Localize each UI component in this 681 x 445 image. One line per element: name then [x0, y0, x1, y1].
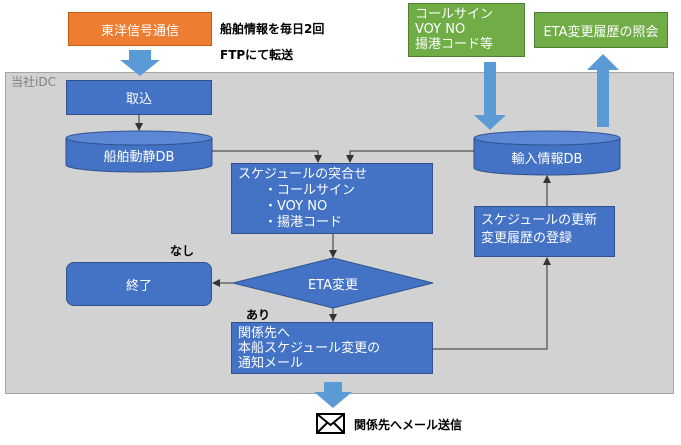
import-db-label: 輸入情報DB — [511, 151, 583, 167]
transfer-note-line2: FTPにて転送 — [220, 48, 294, 62]
intake-box: 取込 — [66, 80, 212, 115]
history-box: ETA変更履歴の照会 — [534, 12, 668, 48]
decision-label: ETA変更 — [307, 277, 359, 293]
ship-db-label: 船舶動静DB — [103, 149, 175, 165]
mail-caption: 関係先へメール送信 — [354, 418, 463, 432]
notify-box: 関係先へ 本船スケジュール変更の 通知メール — [231, 322, 433, 374]
match-box: スケジュールの突合せ ・コールサイン ・VOY NO ・揚港コード — [231, 163, 433, 234]
input-box: コールサイン VOY NO 揚港コード等 — [408, 3, 525, 57]
update-box: スケジュールの更新 変更履歴の登録 — [474, 206, 615, 257]
source-box: 東洋信号通信 — [68, 12, 212, 46]
transfer-note-line1: 船舶情報を毎日2回 — [220, 22, 325, 36]
envelope-icon — [316, 413, 345, 434]
block-arrows — [120, 50, 619, 408]
ship-db-cylinder — [65, 130, 213, 173]
end-box: 終了 — [66, 262, 212, 306]
frame-label: 当社iDC — [11, 75, 56, 89]
yes-label: あり — [246, 308, 271, 322]
no-label: なし — [170, 244, 195, 258]
import-db-cylinder — [473, 130, 621, 176]
